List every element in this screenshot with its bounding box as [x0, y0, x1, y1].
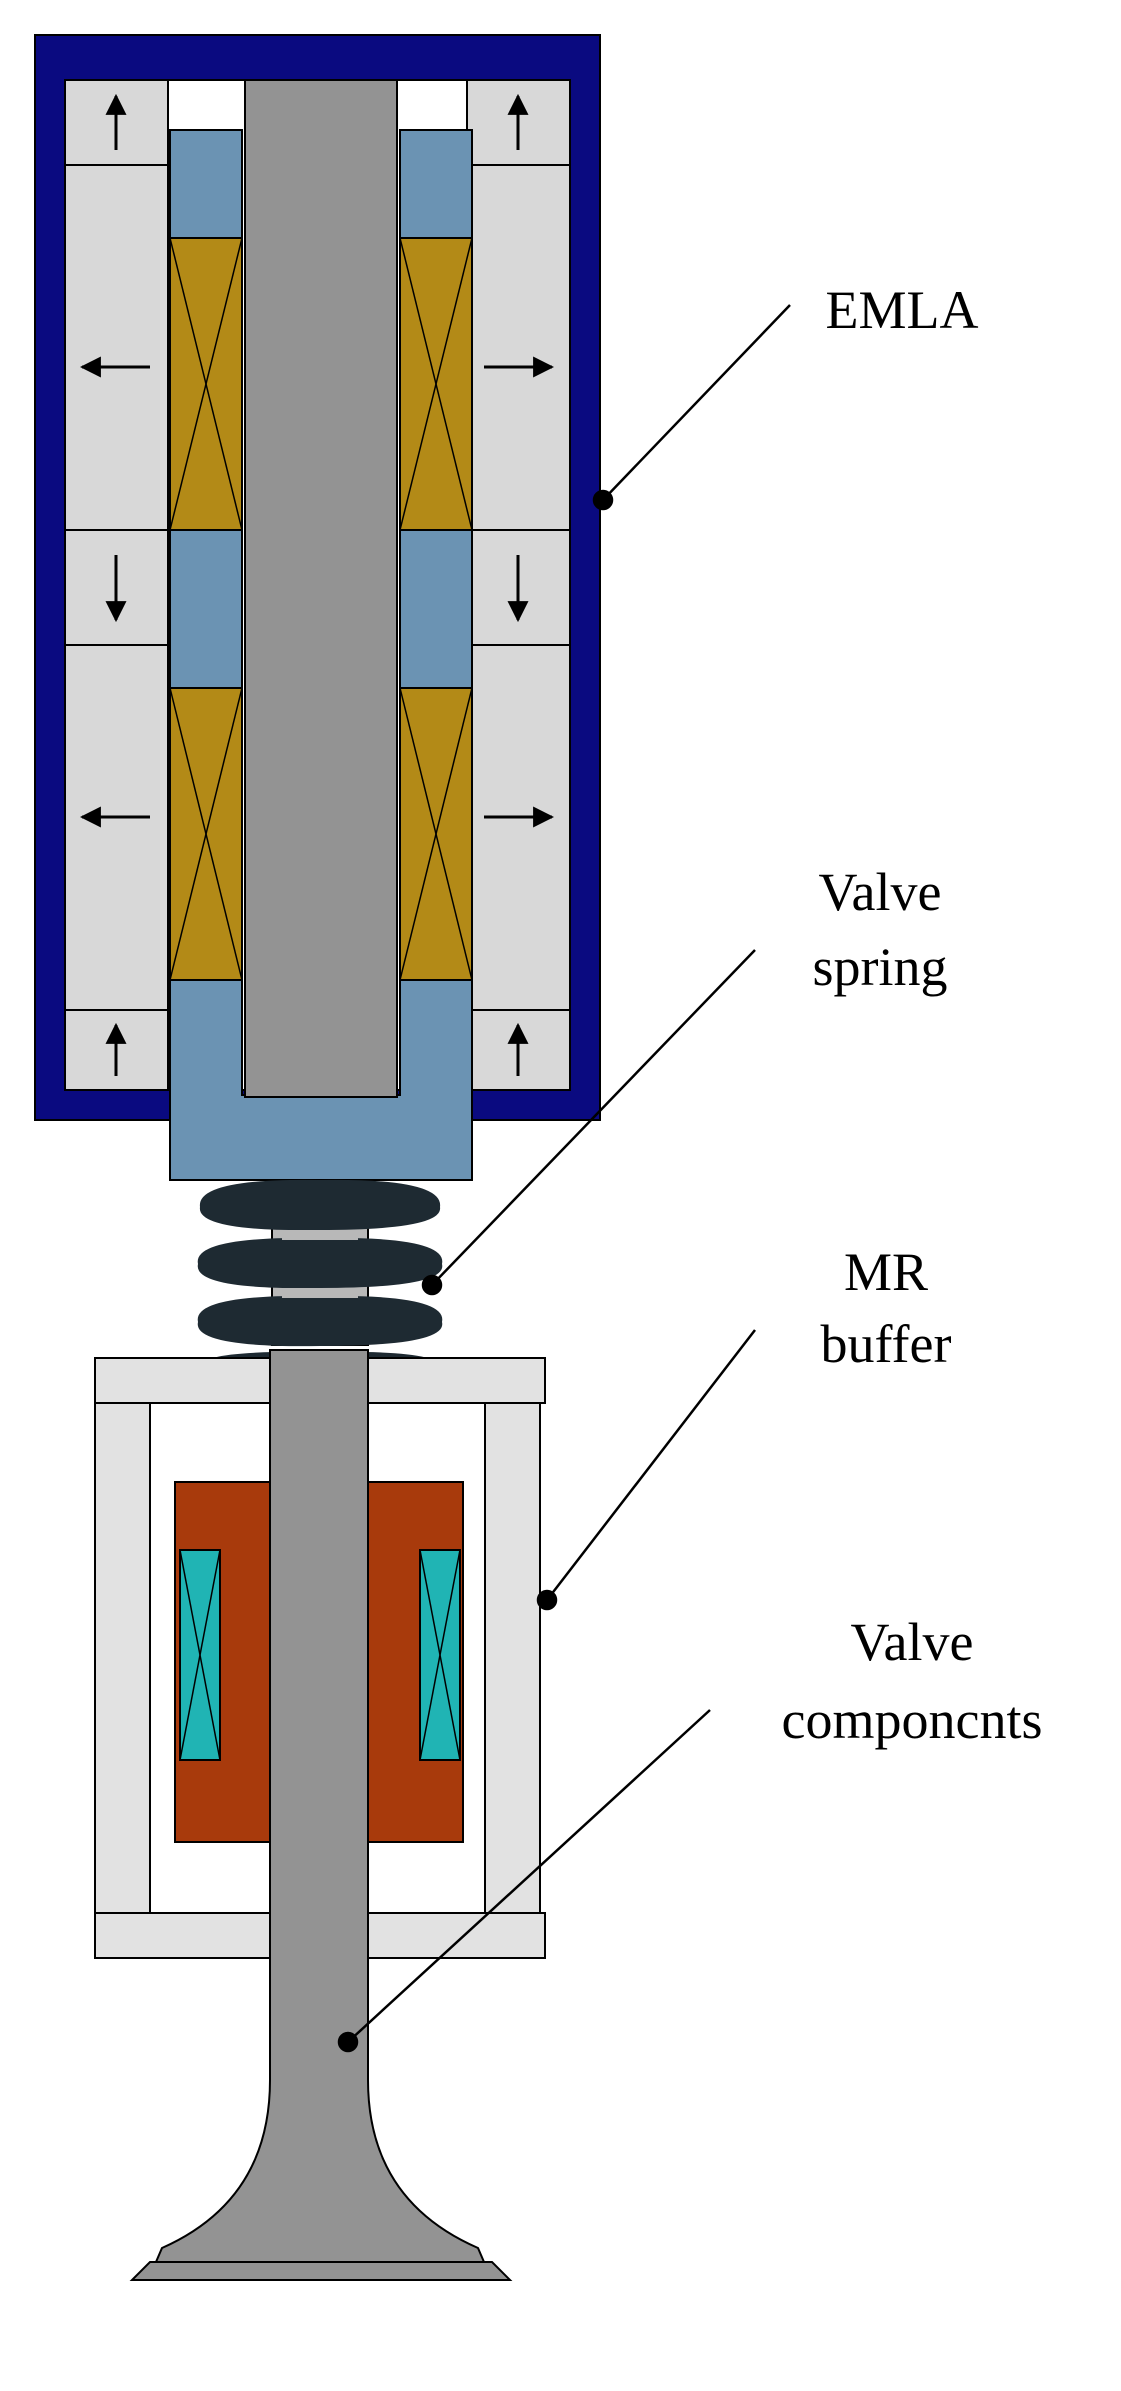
valve-head: [129, 2261, 513, 2281]
buffer-left-wall: [94, 1402, 151, 1914]
emla-mover: [169, 129, 473, 1181]
cross-winding-icon: [179, 1549, 461, 1761]
label-mr-buffer-line1: MR: [844, 1242, 928, 1302]
leader-lines: [337, 304, 791, 2053]
cross-winding-icon: [169, 237, 473, 981]
spring-core-visible: [282, 1230, 358, 1240]
label-valve-spring-line1: Valve: [819, 862, 942, 922]
central-rod: [244, 79, 398, 1098]
label-emla: EMLA: [826, 280, 979, 340]
label-mr-buffer-line2: buffer: [821, 1314, 952, 1374]
label-valve-components-line2: componcnts: [782, 1690, 1043, 1750]
buffer-right-wall: [484, 1402, 541, 1914]
left-magnet-column: [64, 79, 169, 1091]
label-valve-spring-line2: spring: [813, 937, 948, 997]
valve-spring: [197, 1179, 443, 1378]
label-valve-components-line1: Valve: [851, 1612, 974, 1672]
arrow-icon: [79, 93, 555, 1076]
emla-actuator: [34, 34, 601, 1181]
